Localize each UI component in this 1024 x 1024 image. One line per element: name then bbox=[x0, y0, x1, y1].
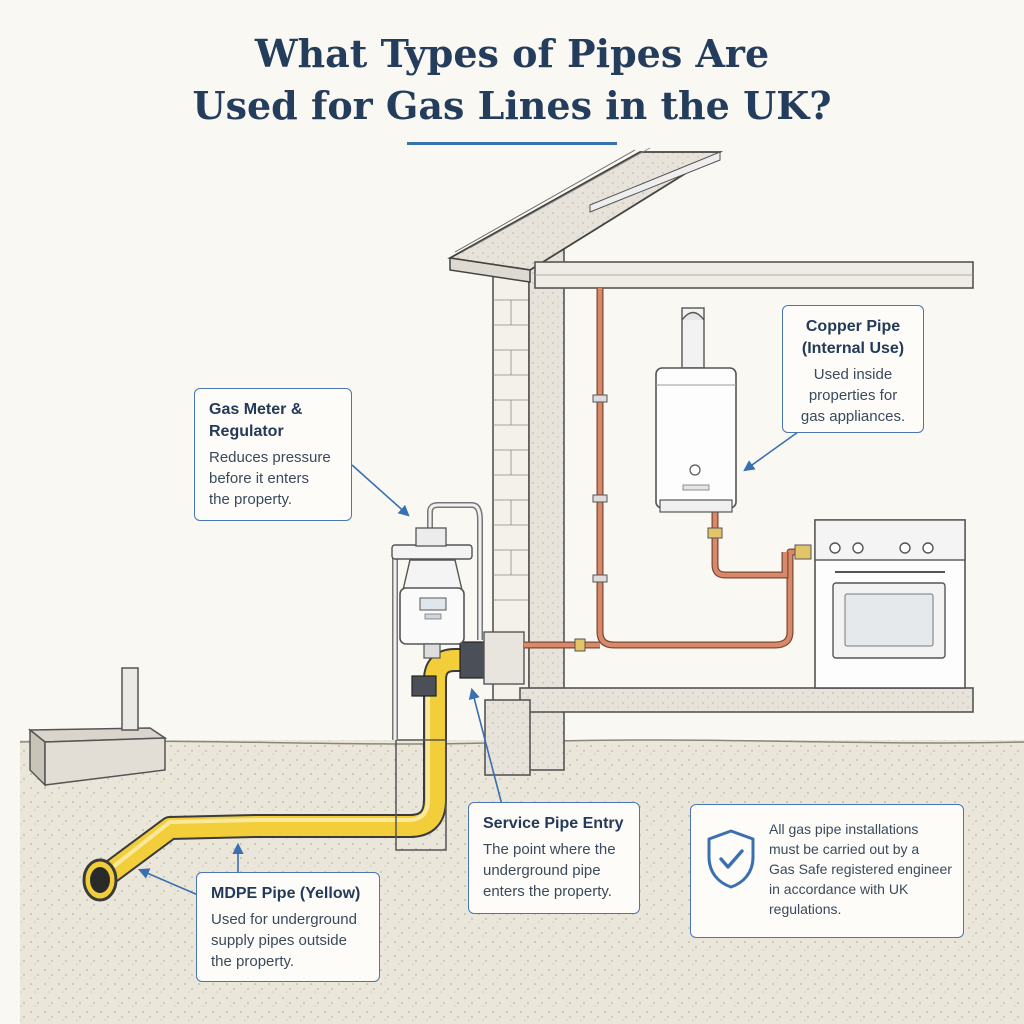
copper-pipe-body-line-3: gas appliances. bbox=[800, 408, 906, 425]
title-line-2: Used for Gas Lines in the UK? bbox=[192, 83, 832, 128]
gas-meter-heading-line-1: Gas Meter & bbox=[209, 401, 303, 418]
gas-safe-body-line-5: regulations. bbox=[769, 901, 842, 917]
service-pipe-heading: Service Pipe Entry bbox=[483, 815, 624, 832]
page-title: What Types of Pipes Are Used for Gas Lin… bbox=[0, 28, 1024, 132]
title-underline bbox=[407, 142, 617, 145]
service-pipe-entry-callout: Service Pipe Entry The point where the u… bbox=[468, 802, 640, 914]
gas-safe-body-line-4: in accordance with UK bbox=[769, 881, 909, 897]
copper-pipe-heading-line-1: Copper Pipe bbox=[805, 318, 901, 335]
gas-meter-heading: Gas Meter & Regulator bbox=[209, 399, 337, 443]
copper-pipe-heading-line-2: (Internal Use) bbox=[801, 340, 905, 357]
copper-pipe bbox=[524, 288, 812, 652]
service-pipe-body-line-1: The point where the bbox=[483, 841, 616, 858]
mdpe-yellow-pipe bbox=[82, 648, 482, 902]
gas-meter-body-line-1: Reduces pressure bbox=[209, 449, 331, 466]
meter-sleeve bbox=[395, 739, 447, 851]
copper-pipe-callout: Copper Pipe (Internal Use) Used inside p… bbox=[782, 305, 924, 433]
gas-meter bbox=[391, 502, 483, 740]
gas-safe-notice: All gas pipe installations must be carri… bbox=[690, 804, 964, 938]
gas-meter-body: Reduces pressure before it enters the pr… bbox=[209, 447, 337, 510]
service-pipe-body: The point where the underground pipe ent… bbox=[483, 839, 625, 902]
mdpe-pipe-body-line-1: Used for underground bbox=[211, 911, 357, 928]
roof bbox=[447, 147, 724, 283]
gas-safe-body-line-2: must be carried out by a bbox=[769, 841, 920, 857]
gas-meter-heading-line-2: Regulator bbox=[209, 423, 284, 440]
copper-pipe-heading: Copper Pipe (Internal Use) bbox=[797, 316, 909, 360]
gas-safe-body-line-3: Gas Safe registered engineer bbox=[769, 861, 952, 877]
service-entry-fitting bbox=[459, 631, 525, 685]
copper-pipe-body-line-2: properties for bbox=[808, 387, 898, 404]
callout-arrows bbox=[137, 431, 799, 896]
gas-safe-body-line-1: All gas pipe installations bbox=[769, 821, 919, 837]
shield-check-icon bbox=[707, 829, 755, 889]
mdpe-pipe-body-line-3: the property. bbox=[211, 953, 295, 970]
mdpe-pipe-body: Used for underground supply pipes outsid… bbox=[211, 909, 365, 972]
mdpe-pipe-body-line-2: supply pipes outside bbox=[211, 932, 347, 949]
gas-meter-body-line-3: the property. bbox=[209, 491, 293, 508]
title-line-1: What Types of Pipes Are bbox=[254, 31, 770, 76]
gas-safe-body: All gas pipe installations must be carri… bbox=[769, 819, 959, 919]
gas-meter-callout: Gas Meter & Regulator Reduces pressure b… bbox=[194, 388, 352, 521]
gas-meter-body-line-2: before it enters bbox=[209, 470, 310, 487]
boiler bbox=[655, 307, 737, 513]
service-pipe-body-line-3: enters the property. bbox=[483, 883, 612, 900]
mdpe-pipe-callout: MDPE Pipe (Yellow) Used for underground … bbox=[196, 872, 380, 982]
copper-pipe-body: Used inside properties for gas appliance… bbox=[797, 364, 909, 427]
paving-slab bbox=[27, 667, 168, 787]
service-pipe-body-line-2: underground pipe bbox=[483, 862, 601, 879]
floor-slab bbox=[484, 687, 974, 776]
gas-cooker bbox=[814, 519, 966, 689]
mdpe-pipe-heading: MDPE Pipe (Yellow) bbox=[211, 885, 361, 902]
ceiling bbox=[534, 261, 974, 289]
copper-pipe-body-line-1: Used inside bbox=[813, 366, 893, 383]
